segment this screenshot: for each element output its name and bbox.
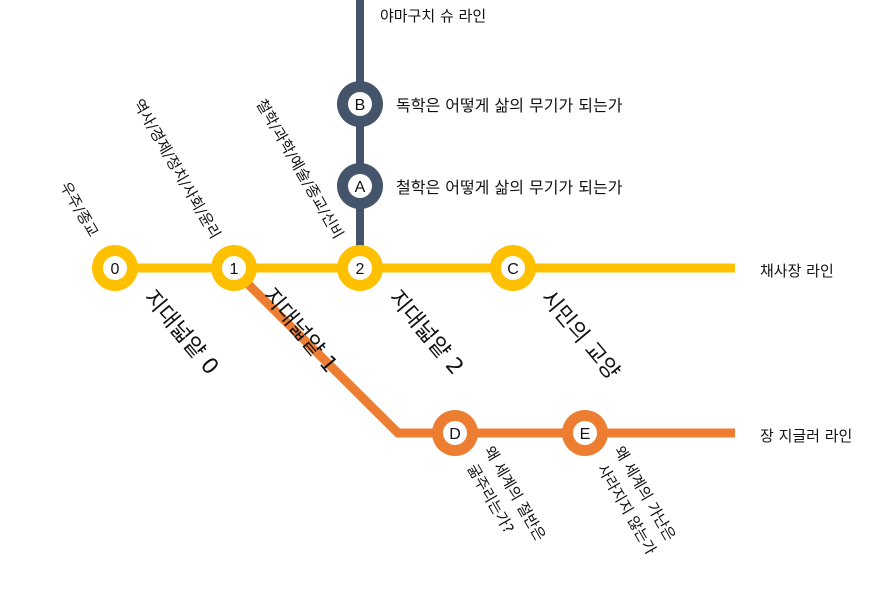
station-c[interactable]: C — [490, 245, 536, 291]
station-b[interactable]: B — [337, 81, 383, 127]
book-1-title: 지대넓얕 1 — [257, 284, 342, 378]
station-b-label: B — [355, 97, 366, 114]
ziegler-line-label: 장 지글러 라인 — [760, 427, 852, 445]
station-1[interactable]: 1 — [211, 245, 257, 291]
topic-station-1: 역사/경제/정치/사회/윤리 — [129, 96, 224, 242]
book-2-title: 지대넓얕 2 — [383, 286, 468, 380]
station-d[interactable]: D — [432, 410, 478, 456]
station-d-label: D — [449, 426, 461, 443]
book-c-title: 시민의 교양 — [535, 286, 624, 385]
chaesajang-line-label: 채사장 라인 — [760, 262, 834, 280]
book-b-title: 독학은 어떻게 삶의 무기가 되는가 — [396, 96, 623, 115]
topic-station-0: 우주/종교 — [56, 179, 102, 240]
book-0-title: 지대넓얕 0 — [138, 286, 223, 380]
station-2-label: 2 — [356, 261, 365, 278]
station-e[interactable]: E — [562, 410, 608, 456]
station-0[interactable]: 0 — [92, 245, 138, 291]
yamaguchi-line-label: 야마구치 슈 라인 — [380, 7, 486, 25]
station-a-label: A — [355, 179, 366, 196]
station-c-label: C — [507, 261, 519, 278]
topic-station-2: 철학/과학/예술/종교/신비 — [252, 96, 347, 242]
station-1-label: 1 — [230, 261, 239, 278]
station-2[interactable]: 2 — [337, 245, 383, 291]
station-a[interactable]: A — [337, 163, 383, 209]
book-a-title: 철학은 어떻게 삶의 무기가 되는가 — [396, 178, 623, 197]
station-e-label: E — [580, 426, 591, 443]
station-0-label: 0 — [111, 261, 120, 278]
ziegler-line — [242, 278, 735, 438]
